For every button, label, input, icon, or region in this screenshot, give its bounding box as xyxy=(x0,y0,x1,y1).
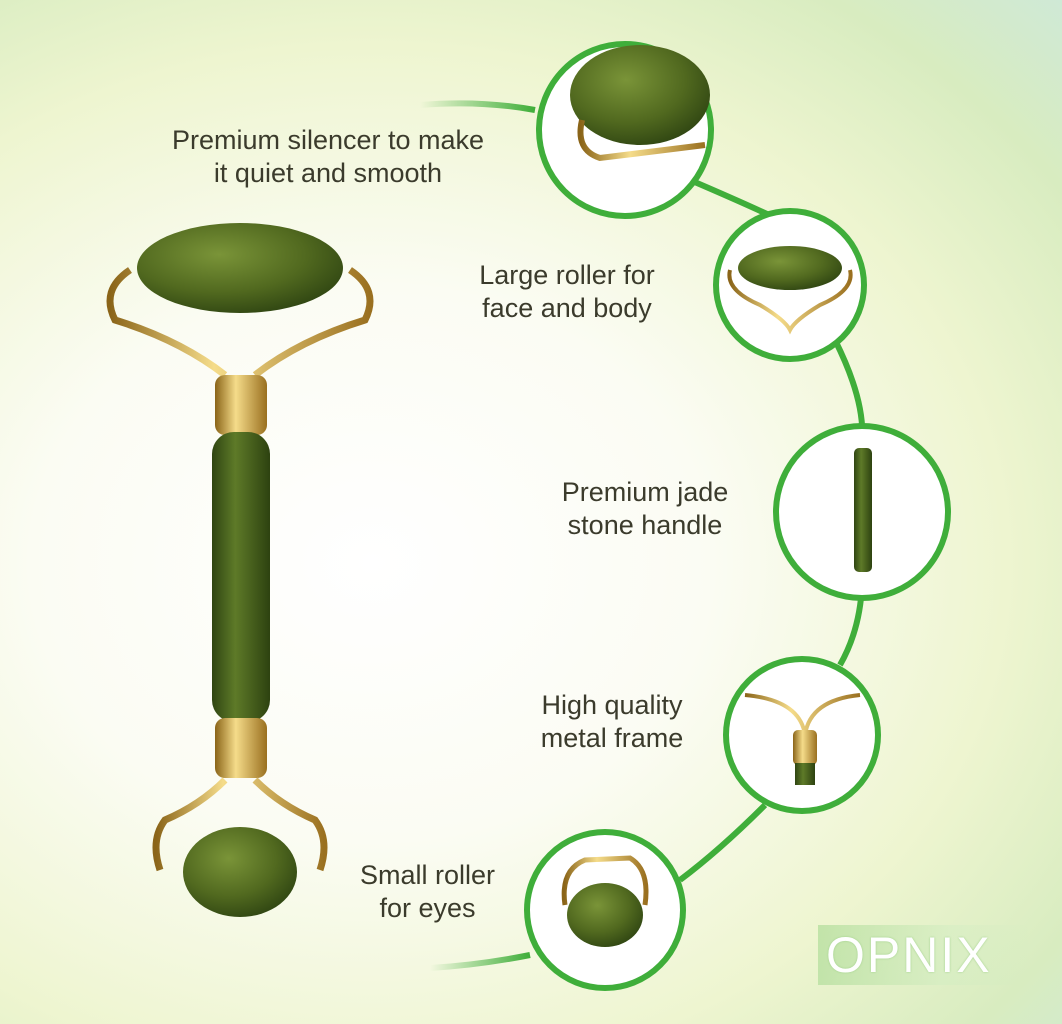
feature-line: for eyes xyxy=(379,893,476,923)
handle-closeup xyxy=(773,423,951,601)
feature-line: Small roller xyxy=(359,860,496,890)
feature-line: stone handle xyxy=(567,510,723,540)
frame-closeup xyxy=(723,656,881,814)
feature-line: High quality xyxy=(541,690,683,720)
feature-line: metal frame xyxy=(540,723,684,753)
connector-arc xyxy=(419,100,866,971)
feature-line: Large roller for xyxy=(479,260,655,290)
feature-label-frame: High quality metal frame xyxy=(522,689,702,755)
feature-label-handle: Premium jade stone handle xyxy=(545,476,745,542)
feature-label-silencer: Premium silencer to make it quiet and sm… xyxy=(148,124,508,190)
large-roller-closeup xyxy=(713,208,867,362)
feature-line: face and body xyxy=(482,293,652,323)
small-roller-closeup xyxy=(524,829,686,991)
feature-line: it quiet and smooth xyxy=(213,158,443,188)
silencer-closeup xyxy=(536,41,714,219)
feature-line: Premium silencer to make xyxy=(171,125,485,155)
feature-line: Premium jade xyxy=(561,477,729,507)
feature-label-large-roller: Large roller for face and body xyxy=(462,259,672,325)
feature-label-small-roller: Small roller for eyes xyxy=(340,859,515,925)
brand-logo: OPNIX xyxy=(818,925,1028,985)
jade-roller-product xyxy=(106,223,374,917)
